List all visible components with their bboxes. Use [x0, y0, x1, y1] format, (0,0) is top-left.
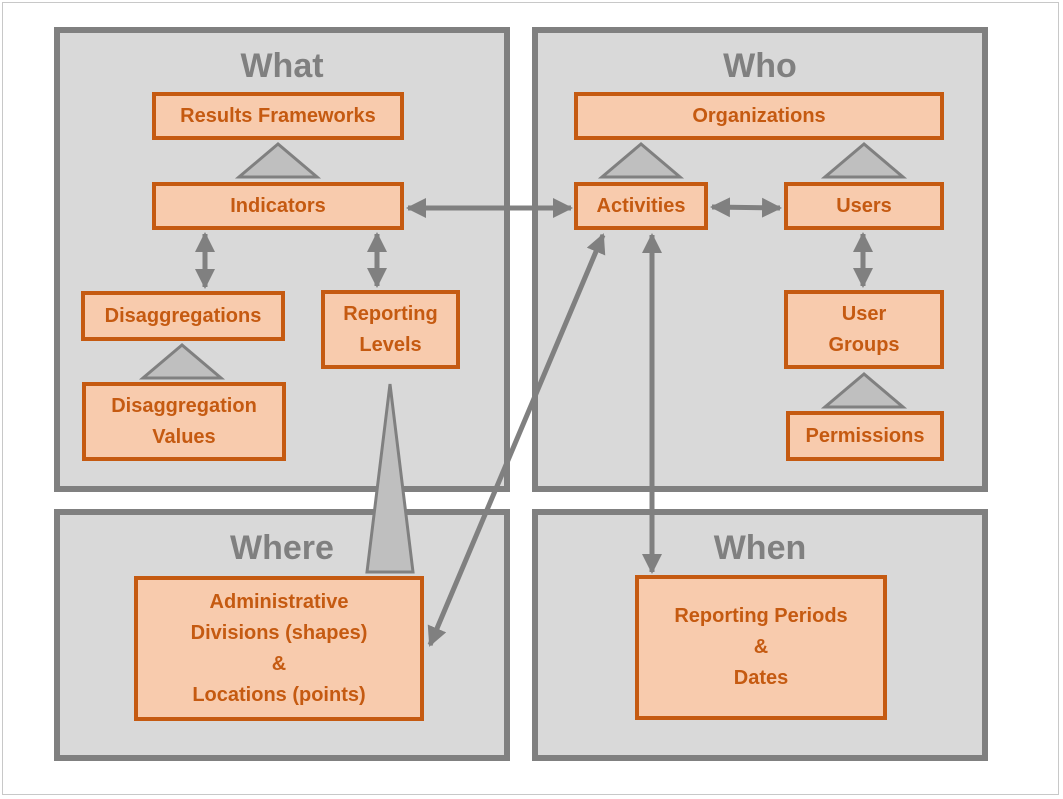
box-reporting-periods: Reporting Periods & Dates: [635, 575, 887, 720]
box-organizations: Organizations: [574, 92, 944, 140]
box-reporting-levels: Reporting Levels: [321, 290, 460, 369]
panel-title-what: What: [240, 47, 324, 85]
box-indicators: Indicators: [152, 182, 404, 230]
box-results-frameworks: Results Frameworks: [152, 92, 404, 140]
box-users: Users: [784, 182, 944, 230]
box-activities: Activities: [574, 182, 708, 230]
panel-title-who: Who: [723, 47, 797, 85]
panel-title-when: When: [713, 529, 807, 567]
box-administrative-divisions: Administrative Divisions (shapes) & Loca…: [134, 576, 424, 721]
box-disaggregation-values: Disaggregation Values: [82, 382, 286, 461]
box-permissions: Permissions: [786, 411, 944, 461]
panel-title-where: Where: [230, 529, 334, 567]
box-user-groups: User Groups: [784, 290, 944, 369]
box-disaggregations: Disaggregations: [81, 291, 285, 341]
